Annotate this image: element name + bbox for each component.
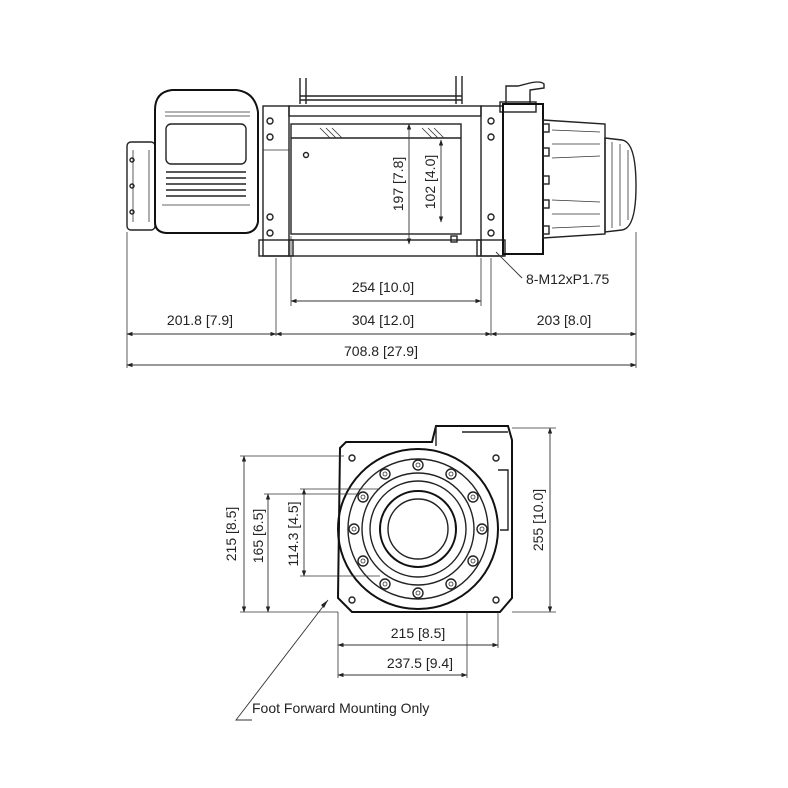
end-view: 215 [8.5] 165 [6.5] 114.3 [4.5] 255 [10.…	[223, 425, 556, 721]
flange-outer	[337, 448, 499, 610]
dim-label-height-215: 215 [8.5]	[223, 507, 239, 562]
left-end-plate	[258, 105, 294, 257]
dim-label-height-255: 255 [10.0]	[530, 489, 546, 551]
dim-label-height-114: 114.3 [4.5]	[285, 501, 301, 566]
dim-label-width-215: 215 [8.5]	[391, 625, 446, 641]
extension-lines	[126, 232, 637, 368]
motor-end-cap	[126, 141, 156, 231]
bolt-spec-label: 8-M12xP1.75	[526, 271, 609, 287]
drum-bore	[379, 490, 457, 568]
side-view: 8-M12xP1.75 197 [7.8] 102 [4.0] 254 [10.…	[126, 76, 637, 368]
dim-label-overall-length: 708.8 [27.9]	[344, 343, 418, 359]
dim-label-height-165: 165 [6.5]	[250, 509, 266, 564]
gearbox-end-housing	[336, 425, 513, 613]
bolt-leader	[495, 251, 523, 279]
drum	[290, 123, 462, 243]
fairlead-posts	[299, 76, 463, 104]
clutch-handle	[499, 81, 545, 113]
dim-label-drum-diameter: 102 [4.0]	[422, 155, 438, 210]
dim-label-drum-height: 197 [7.8]	[390, 157, 406, 212]
dim-label-width-237: 237.5 [9.4]	[387, 655, 453, 671]
note-leader	[235, 599, 329, 721]
right-end-plate	[476, 105, 506, 257]
dim-label-mount-spacing: 304 [12.0]	[352, 312, 414, 328]
flange-bolts	[348, 459, 488, 599]
top-tie-bar	[288, 105, 482, 117]
mounting-note: Foot Forward Mounting Only	[252, 700, 429, 716]
gearbox-housing	[502, 103, 637, 255]
dim-label-motor-length: 201.8 [7.9]	[167, 312, 233, 328]
corner-bolts	[348, 454, 500, 604]
dim-label-gearbox-length: 203 [8.0]	[537, 312, 592, 328]
dim-label-drum-length: 254 [10.0]	[352, 279, 414, 295]
motor-body	[154, 89, 259, 234]
